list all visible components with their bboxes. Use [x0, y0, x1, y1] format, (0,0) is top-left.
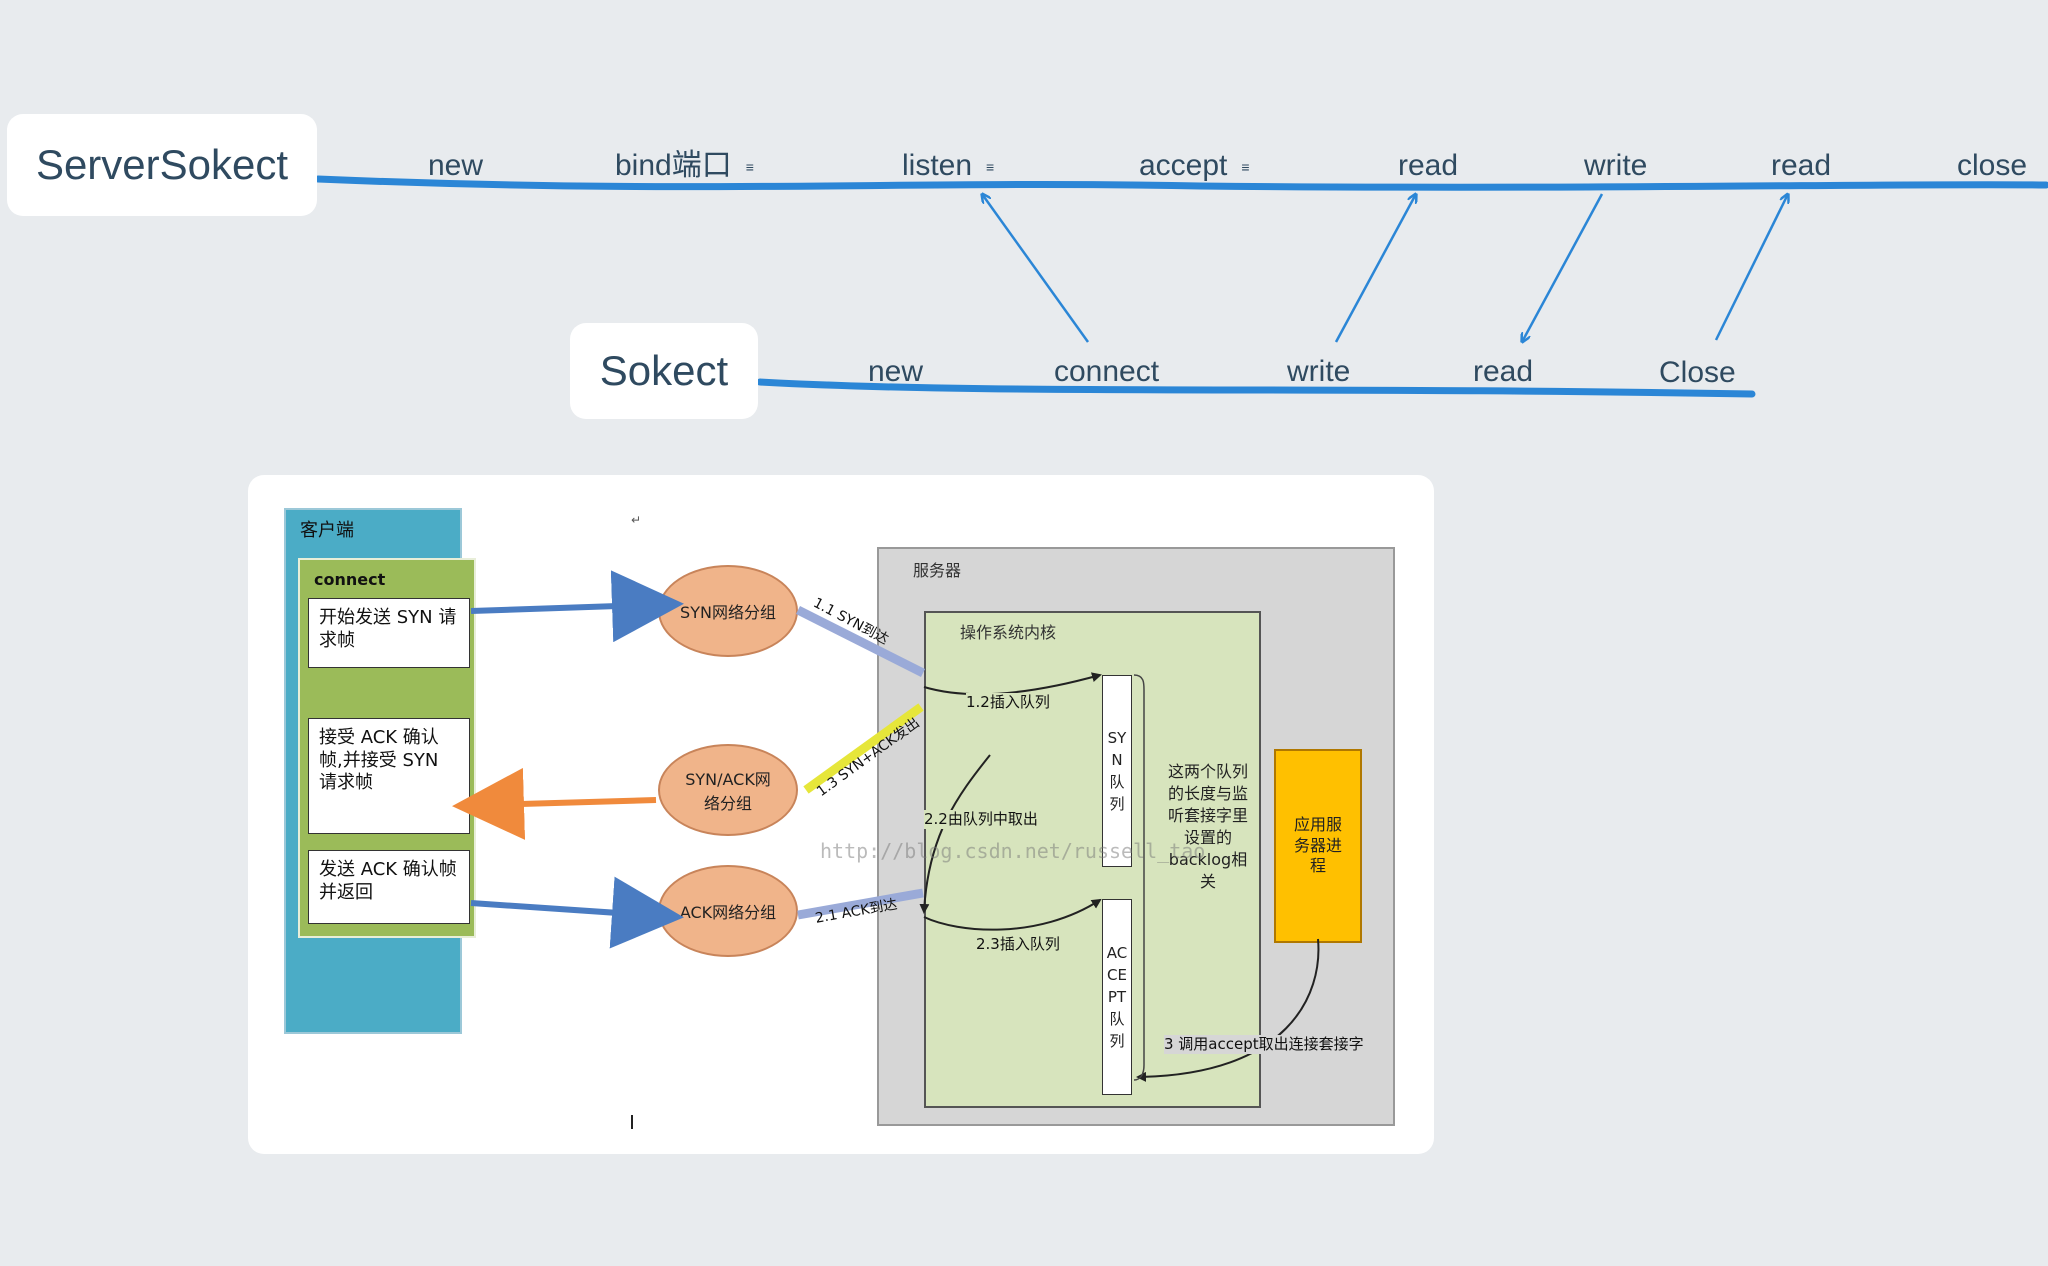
- text-cursor: [631, 1115, 633, 1129]
- packet-ack-label: ACK网络分组: [679, 903, 777, 922]
- client-timeline: [756, 378, 1756, 398]
- app-process-text: 应用服务器进程: [1293, 814, 1342, 876]
- client-step-ack-syn-text: 接受 ACK 确认帧,并接受 SYN 请求帧: [319, 727, 439, 793]
- client-step-read: read: [1473, 355, 1534, 388]
- client-socket-title: Sokect: [599, 347, 729, 394]
- packet-syn-label: SYN网络分组: [680, 603, 776, 622]
- server-step-listen-label: listen: [902, 149, 973, 182]
- client-title: 客户端: [300, 520, 354, 541]
- arrow-2-2: [919, 754, 991, 914]
- syn-queue-label: SYN队列: [1107, 729, 1127, 813]
- server-step-listen: listen ≡: [902, 151, 994, 181]
- note-icon: ≡: [986, 159, 995, 176]
- arrow-write-read-2: [1522, 193, 1604, 342]
- server-socket-node[interactable]: ServerSokect: [7, 114, 317, 216]
- arrow-syn-ack-return: [452, 767, 657, 840]
- server-step-read-2: read: [1771, 149, 1832, 182]
- note-icon: ≡: [1241, 159, 1250, 176]
- kernel-title: 操作系统内核: [960, 623, 1057, 642]
- client-step-write: write: [1287, 355, 1351, 388]
- server-step-write: write: [1584, 149, 1648, 182]
- app-process: 应用服务器进程: [1274, 749, 1362, 943]
- client-step-close: Close: [1659, 356, 1736, 389]
- arrow-write-read: [1334, 194, 1416, 343]
- arrow-connect-listen: [982, 194, 1090, 343]
- arrow-2-1: [797, 888, 924, 920]
- server-step-bind-label: bind端口: [615, 149, 732, 182]
- connect-label: connect: [314, 570, 386, 589]
- arrow-3: [1136, 938, 1320, 1082]
- server-socket-title: ServerSokect: [35, 141, 289, 188]
- client-step-connect: connect: [1054, 355, 1160, 388]
- server-step-accept: accept ≡: [1139, 151, 1250, 181]
- server-title: 服务器: [913, 561, 962, 580]
- label-3: 3 调用accept取出连接套接字: [1164, 1035, 1364, 1054]
- syn-queue: SYN队列: [1102, 675, 1132, 867]
- note-icon: ≡: [745, 159, 754, 176]
- server-step-close: close: [1957, 149, 2028, 182]
- arrow-1-3: [803, 703, 924, 794]
- arrow-2-3: [923, 898, 1102, 931]
- arrow-syn-send: [470, 570, 684, 643]
- label-1-2: 1.2插入队列: [966, 693, 1050, 712]
- accept-queue-label: ACCEPT队列: [1106, 944, 1128, 1050]
- client-step-syn: 开始发送 SYN 请求帧: [308, 598, 470, 668]
- watermark: http://blog.csdn.net/russell_tao: [820, 839, 1206, 863]
- client-step-syn-text: 开始发送 SYN 请求帧: [319, 607, 457, 651]
- arrow-1-1: [795, 605, 926, 678]
- client-step-new: new: [868, 355, 924, 388]
- arrow-ack-send: [470, 876, 684, 949]
- client-step-ack-syn: 接受 ACK 确认帧,并接受 SYN 请求帧: [308, 718, 470, 834]
- return-mark: ↵: [631, 513, 642, 527]
- queue-brace: [1133, 674, 1145, 1081]
- client-step-ack-text: 发送 ACK 确认帧并返回: [319, 859, 457, 903]
- label-2-3: 2.3插入队列: [976, 935, 1060, 954]
- accept-queue: ACCEPT队列: [1102, 899, 1132, 1095]
- client-panel: 客户端 connect 开始发送 SYN 请求帧 接受 ACK 确认帧,并接受 …: [284, 508, 476, 1034]
- client-step-ack: 发送 ACK 确认帧并返回: [308, 850, 470, 924]
- server-step-accept-label: accept: [1139, 149, 1228, 182]
- server-step-read: read: [1398, 149, 1459, 182]
- backlog-note: 这两个队列的长度与监听套接字里设置的backlog相关: [1167, 762, 1248, 891]
- server-step-new: new: [428, 149, 484, 182]
- connect-panel: connect 开始发送 SYN 请求帧 接受 ACK 确认帧,并接受 SYN …: [298, 558, 476, 938]
- label-2-2: 2.2由队列中取出: [924, 810, 1038, 829]
- server-step-bind: bind端口 ≡: [615, 151, 754, 181]
- packet-syn-ack: SYN/ACK网络分组: [658, 744, 798, 836]
- server-timeline: [314, 175, 2048, 191]
- client-socket-node[interactable]: Sokect: [570, 323, 758, 419]
- arrow-1-2: [923, 672, 1102, 696]
- packet-syn-ack-label: SYN/ACK网络分组: [685, 770, 771, 813]
- arrow-close-read: [1714, 194, 1788, 341]
- handshake-figure: ↵ 客户端 connect 开始发送 SYN 请求帧 接受 ACK 确认帧,并接…: [248, 475, 1434, 1154]
